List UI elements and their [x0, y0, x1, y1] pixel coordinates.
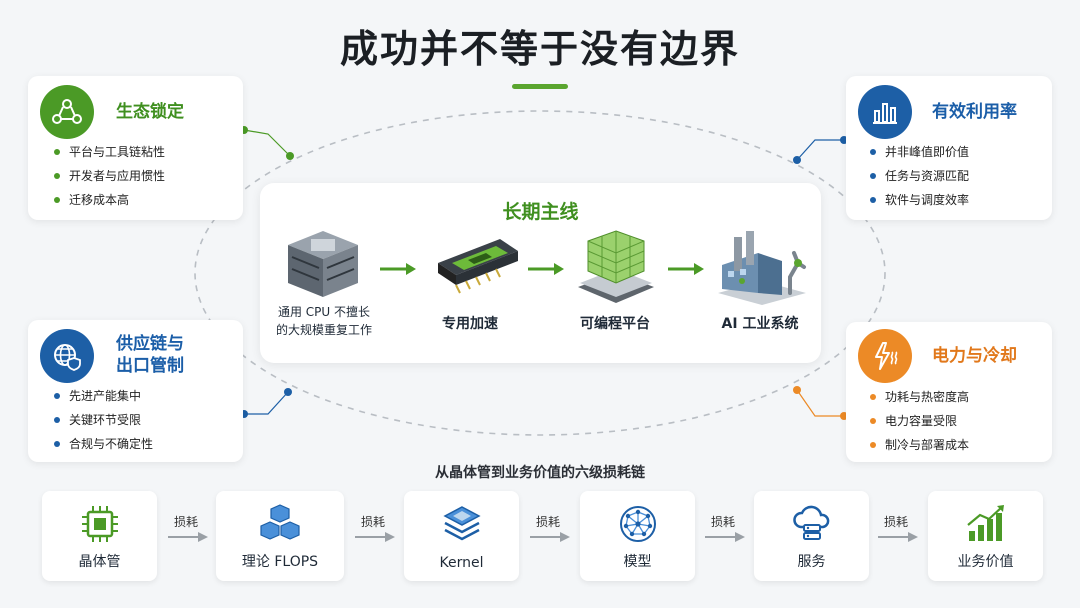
transistor-chip-icon — [82, 506, 118, 542]
arrow-right-icon — [705, 532, 745, 542]
bar-chart-icon — [858, 85, 912, 139]
cubes-icon — [260, 504, 300, 540]
list-item: 先进产能集中 — [54, 384, 153, 408]
loss-label: 损耗 — [710, 515, 735, 529]
page-title: 成功并不等于没有边界 — [339, 27, 740, 71]
card-utilization: 有效利用率 并非峰值即价值 任务与资源匹配 软件与调度效率 — [846, 76, 1052, 220]
chain-step-model: 模型 — [580, 491, 695, 581]
list-item: 制冷与部署成本 — [870, 433, 969, 457]
chain-step-kernel: Kernel — [404, 491, 519, 581]
list-item: 迁移成本高 — [54, 188, 165, 212]
card-supply-chain: 供应链与 出口管制 先进产能集中 关键环节受限 合规与不确定性 — [28, 320, 243, 462]
growth-chart-icon — [967, 505, 1004, 541]
globe-shield-icon — [40, 329, 94, 383]
stage-label-accel: 专用加速 — [442, 316, 498, 332]
card-title: 电力与冷却 — [932, 346, 1017, 366]
factory-robot-icon — [718, 231, 806, 305]
arrow-right-icon — [168, 532, 208, 542]
gpu-card-icon — [438, 239, 518, 294]
chain-step-service: 服务 — [754, 491, 869, 581]
list-item: 电力容量受限 — [870, 409, 969, 433]
card-title: 生态锁定 — [116, 102, 184, 122]
list-item: 开发者与应用惯性 — [54, 164, 165, 188]
list-item: 功耗与热密度高 — [870, 385, 969, 409]
title-underline — [512, 84, 568, 89]
server-cpu-icon — [288, 231, 358, 297]
list-item: 任务与资源匹配 — [870, 164, 969, 188]
loss-label: 损耗 — [883, 515, 908, 529]
card-power-cooling: 电力与冷却 功耗与热密度高 电力容量受限 制冷与部署成本 — [846, 322, 1052, 462]
card-ecosystem-lock: 生态锁定 平台与工具链粘性 开发者与应用惯性 迁移成本高 — [28, 76, 243, 220]
neural-network-icon — [620, 506, 656, 542]
loss-label: 损耗 — [535, 515, 560, 529]
stage-label-programmable: 可编程平台 — [580, 316, 650, 332]
ecosystem-people-icon — [40, 85, 94, 139]
list-item: 关键环节受限 — [54, 408, 153, 432]
arrow-right-icon — [668, 263, 704, 275]
card-title: 有效利用率 — [932, 102, 1017, 122]
loss-chain-title: 从晶体管到业务价值的六级损耗链 — [435, 465, 645, 481]
main-line-panel: 长期主线 通用 CPU 不擅长 的大规模重复工作 专用加速 可编程平台 — [260, 183, 821, 363]
chain-step-flops: 理论 FLOPS — [216, 491, 344, 581]
list-item: 软件与调度效率 — [870, 188, 969, 212]
arrow-right-icon — [878, 532, 918, 542]
loss-label: 损耗 — [173, 515, 198, 529]
card-title: 供应链与 出口管制 — [116, 334, 184, 376]
chain-step-transistor: 晶体管 — [42, 491, 157, 581]
main-line-title: 长期主线 — [502, 201, 579, 223]
programmable-chip-icon — [578, 230, 654, 303]
chain-step-business-value: 业务价值 — [928, 491, 1043, 581]
layers-icon — [443, 506, 481, 541]
list-item: 平台与工具链粘性 — [54, 140, 165, 164]
stage-label-ai-industry: AI 工业系统 — [721, 316, 799, 332]
arrow-right-icon — [528, 263, 564, 275]
arrow-right-icon — [530, 532, 570, 542]
arrow-right-icon — [355, 532, 395, 542]
stage-label-cpu: 通用 CPU 不擅长 的大规模重复工作 — [275, 305, 372, 337]
power-heat-icon — [858, 329, 912, 383]
list-item: 并非峰值即价值 — [870, 140, 969, 164]
cloud-server-icon — [793, 505, 830, 540]
loss-label: 损耗 — [360, 515, 385, 529]
list-item: 合规与不确定性 — [54, 432, 153, 456]
arrow-right-icon — [380, 263, 416, 275]
